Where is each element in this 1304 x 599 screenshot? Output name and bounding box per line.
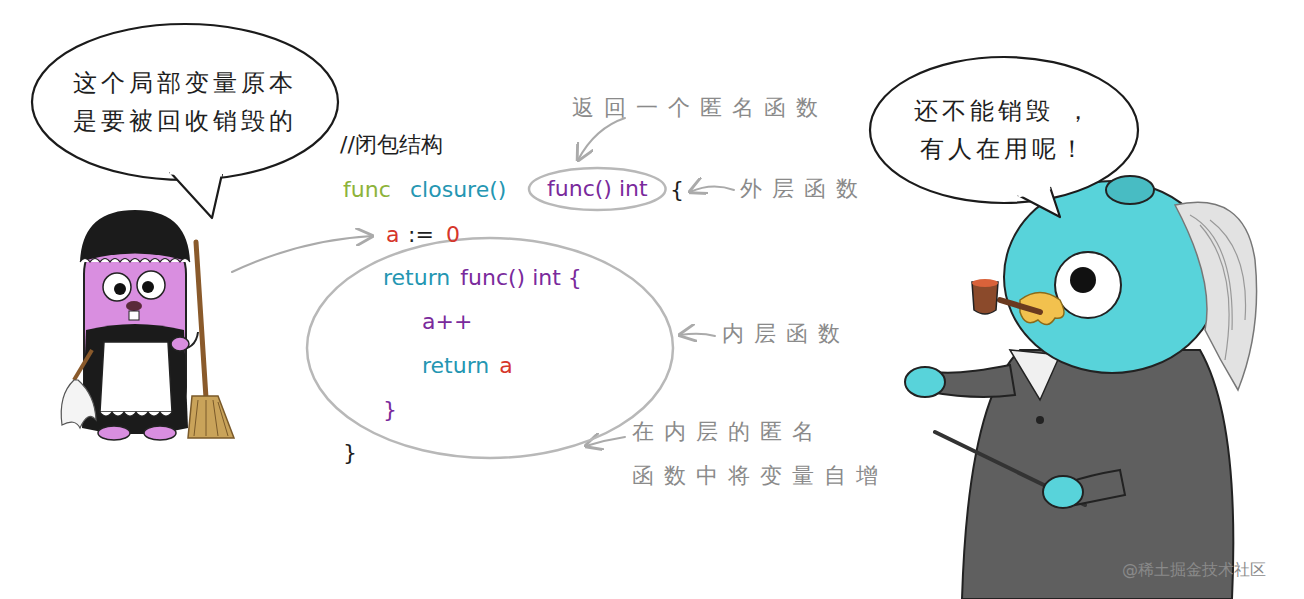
- speech-text: 这个局部变量原本 是要被回收销毁的: [60, 64, 310, 141]
- bubble-outline: [870, 57, 1138, 203]
- professor-gopher: [905, 176, 1257, 599]
- inner-function-oval: returnfunc() int {a++returna}: [305, 236, 675, 460]
- code-number: 0: [446, 222, 460, 247]
- code-token: func() int {: [460, 265, 582, 290]
- bubble-tail: [1018, 187, 1060, 217]
- code-token: a: [499, 353, 512, 378]
- bubble-tail: [170, 172, 222, 218]
- annotation: 在内层的匿名 函数中将变量自增: [632, 410, 922, 498]
- maid-gopher: [61, 210, 234, 440]
- speech-text: 还不能销毁 ，有人在用呢！: [894, 92, 1114, 169]
- bubble-outline: [32, 24, 338, 180]
- bubble-seam: [1018, 187, 1050, 195]
- annotation: 返回一个匿名函数: [572, 95, 828, 120]
- return-type-oval: func() int: [527, 166, 668, 212]
- speech-bubble: 这个局部变量原本 是要被回收销毁的: [30, 22, 340, 182]
- annotation: 外层函数: [740, 176, 868, 201]
- code-token: return: [422, 353, 489, 378]
- code-brace: }: [343, 440, 357, 465]
- code-oval: [529, 168, 666, 210]
- code-variable: a: [386, 222, 399, 247]
- code-token: func() int: [547, 176, 648, 201]
- leader-lines: [232, 118, 734, 446]
- code-identifier: closure(): [410, 177, 506, 202]
- code-comment: //闭包结构: [340, 132, 443, 157]
- code-token: }: [383, 397, 397, 422]
- speech-bubble: 还不能销毁 ，有人在用呢！: [868, 55, 1140, 205]
- code-token: a++: [422, 309, 472, 334]
- code-brace: {: [670, 177, 684, 202]
- node-outline: [30, 22, 340, 182]
- node-outline: [868, 55, 1140, 205]
- watermark: @稀土掘金技术社区: [1122, 561, 1266, 579]
- bubble-seam: [170, 172, 222, 174]
- annotation: 内层函数: [722, 321, 850, 346]
- code-keyword: func: [343, 177, 391, 202]
- code-oval: [307, 238, 673, 458]
- code-operator: :=: [408, 222, 434, 247]
- code-token: return: [383, 265, 450, 290]
